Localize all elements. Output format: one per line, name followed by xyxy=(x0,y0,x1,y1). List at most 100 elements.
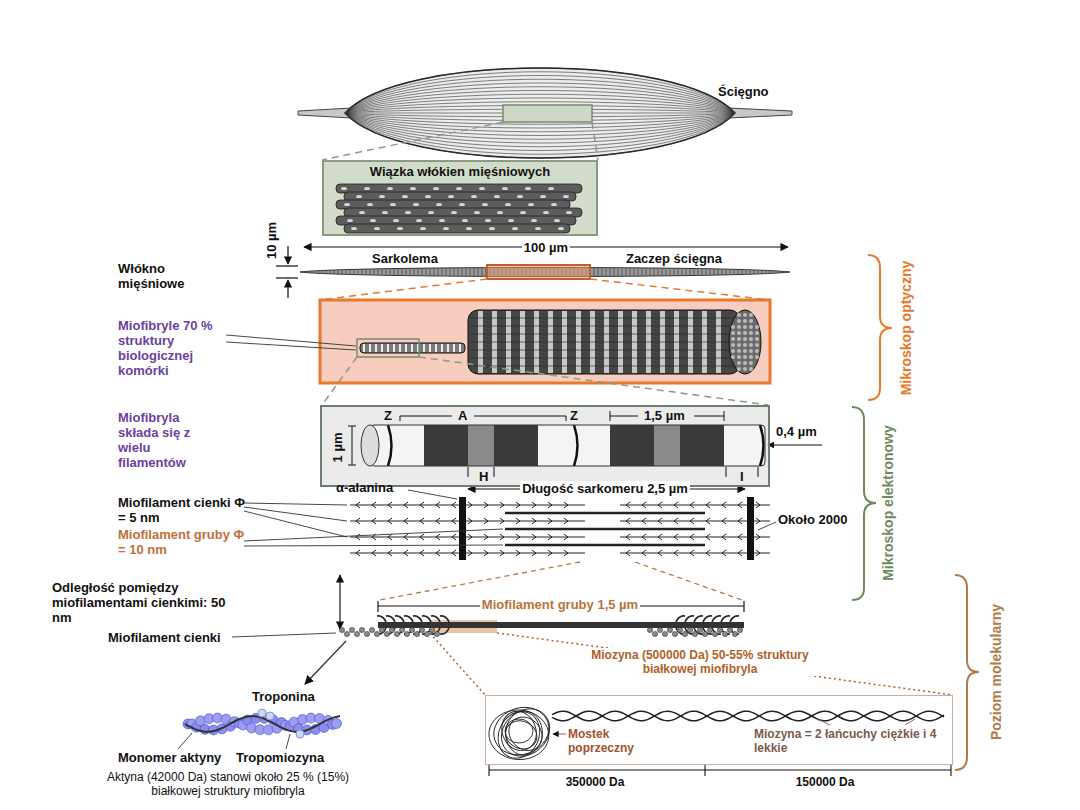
thin-filament-drawing xyxy=(677,627,682,632)
filament-schematic xyxy=(452,550,456,556)
part-label: Troponina xyxy=(252,689,315,704)
filament-schematic xyxy=(706,550,710,556)
dimension-line xyxy=(743,601,744,612)
myofibril-drawing xyxy=(749,361,753,365)
text-holder: Mostek poprzeczny xyxy=(568,727,648,755)
muscle-fibre xyxy=(390,270,391,275)
fibre-bundle-drawing xyxy=(528,203,534,206)
muscle-fibre xyxy=(630,268,631,275)
leader-line xyxy=(244,511,347,537)
myofibril-drawing xyxy=(470,350,738,351)
fibre-bundle-drawing xyxy=(367,203,373,206)
text-holder: Monomer aktyny xyxy=(118,750,221,765)
filament-schematic xyxy=(356,518,360,524)
dimension-label: 1,5 µm xyxy=(642,408,687,423)
myofibril-drawing xyxy=(731,343,735,347)
thin-filament-drawing xyxy=(717,627,722,632)
fibre-bundle-drawing xyxy=(379,195,385,198)
myofibril-drawing xyxy=(755,355,759,359)
filament-schematic xyxy=(404,550,408,556)
text-holder: Tropomiozyna xyxy=(236,750,324,765)
leader-line xyxy=(244,545,503,546)
myofibril-drawing xyxy=(743,313,747,317)
thin-filament-drawing xyxy=(737,627,742,632)
text-holder: Długość sarkomeru 2,5 µm xyxy=(520,481,690,496)
dimension-line xyxy=(287,246,288,264)
leader-line xyxy=(244,507,347,521)
muscle-drawing xyxy=(503,105,592,122)
section-label: Mikroskop elektronowy xyxy=(880,425,896,581)
text-holder: Ścięgno xyxy=(718,84,769,99)
muscle-fibre xyxy=(450,269,451,276)
filament-schematic xyxy=(620,505,747,506)
bundle-box: Wiązka włókien mięśniowych xyxy=(322,160,598,236)
filament-schematic xyxy=(706,518,710,524)
thick-filament-drawing xyxy=(694,616,703,622)
filament-schematic xyxy=(620,521,747,522)
zoom-frame xyxy=(320,300,770,383)
filament-schematic xyxy=(738,550,742,556)
muscle-fibre xyxy=(646,269,647,276)
fibre-bundle-drawing xyxy=(351,227,357,230)
myofibril-drawing xyxy=(405,344,407,352)
filament-schematic xyxy=(436,550,440,556)
sarcomere-cylinder xyxy=(574,425,610,466)
fibre-bundle-drawing xyxy=(374,227,380,230)
filament-schematic xyxy=(532,550,536,556)
thin-filament-drawing xyxy=(657,627,662,632)
thin-filament-drawing xyxy=(722,631,727,636)
myofibril-drawing xyxy=(749,313,753,317)
myofibril-drawing xyxy=(737,349,741,353)
myosin-drawing xyxy=(492,699,560,766)
leader-line xyxy=(178,733,290,749)
thin-filament-drawing xyxy=(702,631,707,636)
actin-drawing xyxy=(296,730,304,738)
myofibril-drawing xyxy=(749,319,753,323)
muscle-fibre xyxy=(626,268,627,275)
fibre-bundle-drawing xyxy=(474,211,480,214)
dimension-line xyxy=(276,277,298,278)
text-holder: Miofilament cienki Φ = 5 nm xyxy=(118,495,248,525)
myofibril-drawing xyxy=(399,344,401,352)
myofibril-drawing xyxy=(470,342,738,343)
thin-filament-drawing xyxy=(732,631,737,636)
fibre-bundle-drawing xyxy=(387,187,393,190)
text-holder: Poziom molekularny xyxy=(988,604,1004,740)
fibre-bundle-drawing xyxy=(543,211,549,214)
filament-schematic xyxy=(642,534,646,540)
fibre-bundle-drawing xyxy=(502,187,508,190)
section-label: Poziom molekularny xyxy=(988,604,1004,740)
muscle-drawing xyxy=(345,68,735,158)
filament-schematic xyxy=(372,518,376,524)
filament-schematic xyxy=(620,553,747,554)
part-label: Tropomiozyna xyxy=(236,750,324,765)
fibre-bundle-drawing xyxy=(558,227,564,230)
fibre-bundle-drawing xyxy=(443,227,449,230)
filament-schematic xyxy=(516,518,520,524)
myosin-drawing xyxy=(552,711,944,721)
muscle-fibre xyxy=(374,270,375,274)
filament-schematic xyxy=(756,502,760,508)
fibre-bundle-drawing xyxy=(390,203,396,206)
thin-filament-drawing xyxy=(384,631,389,636)
band-bracket xyxy=(758,467,759,477)
filament-schematic xyxy=(642,502,646,508)
zoom-line xyxy=(380,562,580,600)
myofibril-drawing xyxy=(737,343,741,347)
myofibril-drawing xyxy=(755,349,759,353)
text-holder: Miofibryle 70 % struktury biologicznej k… xyxy=(118,318,223,378)
text-holder: 100 µm xyxy=(522,240,570,255)
muscle-fibre xyxy=(478,268,479,275)
dimension-label: Miofilament gruby 1,5 µm xyxy=(480,597,640,612)
part-label: Około 2000 xyxy=(778,512,847,527)
part-label: Zaczep ścięgna xyxy=(626,251,722,266)
actin-drawing xyxy=(266,712,274,720)
filament-schematic xyxy=(500,502,504,508)
muscle-fibre xyxy=(430,269,431,275)
fibre-bundle-drawing xyxy=(554,219,560,222)
thick-filament-drawing xyxy=(395,616,404,622)
thin-filament-drawing xyxy=(414,631,419,636)
band-bracket xyxy=(474,416,566,417)
muscle-fibre xyxy=(670,269,671,275)
myosin-drawing xyxy=(487,700,555,762)
